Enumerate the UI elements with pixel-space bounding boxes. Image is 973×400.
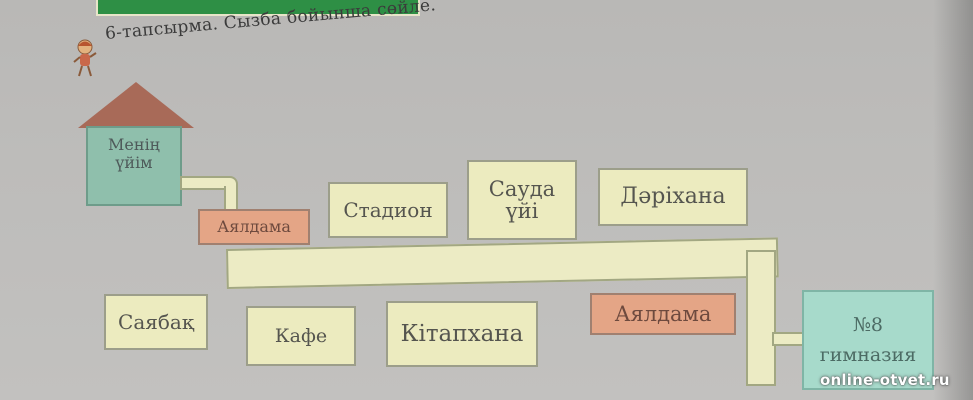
bus-stop-1: Аялдама: [198, 209, 310, 245]
road-main-vertical: [746, 250, 776, 386]
cafe-box: Кафе: [246, 306, 356, 366]
gymnasium-label-line2: гимназия: [819, 344, 917, 366]
shopping-mall-box: Сауда үйі: [467, 160, 577, 240]
my-home-label-line1: Менің: [108, 135, 160, 154]
gymnasium-label-line1: №8: [852, 314, 884, 336]
house-roof: [78, 82, 194, 128]
page-edge-shadow: [933, 0, 973, 400]
watermark: online-otvet.ru: [820, 371, 950, 389]
my-home-label-line2: үйім: [115, 153, 153, 172]
gymnasium-8-box: №8 гимназия: [802, 290, 934, 390]
park-box: Саябақ: [104, 294, 208, 350]
shopping-mall-label-line2: үйі: [505, 199, 539, 223]
stadium-box: Стадион: [328, 182, 448, 238]
child-icon: [73, 39, 97, 77]
pharmacy-box: Дәріхана: [598, 168, 748, 226]
road-house-connector: [180, 176, 238, 190]
bus-stop-2: Аялдама: [590, 293, 736, 335]
my-home-box: Менің үйім: [86, 126, 182, 206]
shopping-mall-label-line1: Сауда: [488, 177, 556, 201]
library-box: Кітапхана: [386, 301, 538, 367]
header-green-bar: [96, 0, 420, 16]
road-main-horizontal: [226, 237, 779, 289]
